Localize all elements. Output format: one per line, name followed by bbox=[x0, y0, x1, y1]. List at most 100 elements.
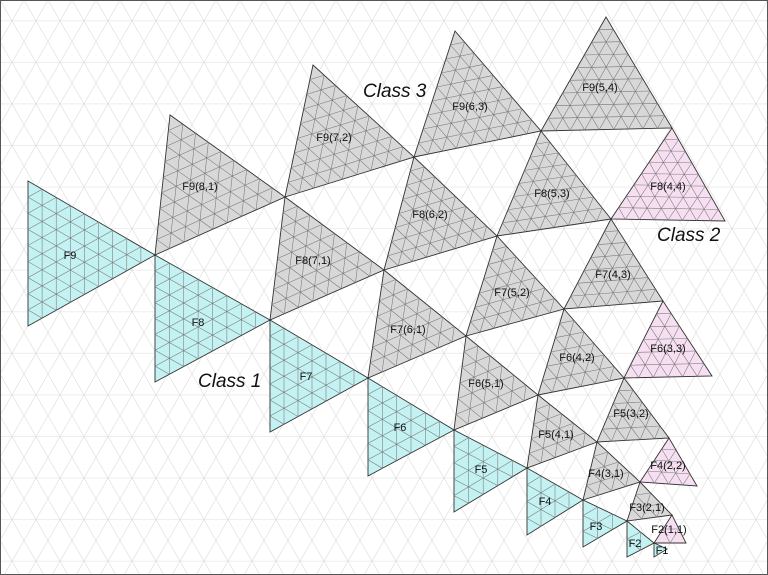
face-f3-2-1-mesh bbox=[631, 492, 662, 520]
face-f9-6-3 bbox=[413, 30, 542, 158]
face-f7 bbox=[269, 319, 369, 433]
face-f9-5-4-triangle bbox=[540, 16, 673, 132]
face-f8-4-4 bbox=[610, 127, 726, 222]
face-f1 bbox=[653, 542, 668, 558]
face-label-f7-5-2: F7(5,2) bbox=[494, 287, 529, 299]
face-f2-1-1 bbox=[653, 514, 687, 544]
face-f8-mesh bbox=[154, 262, 256, 375]
face-f9-6-3-mesh bbox=[418, 41, 532, 155]
face-label-f5-4-1: F5(4,1) bbox=[538, 429, 573, 441]
face-f6 bbox=[367, 377, 455, 477]
face-label-f6-3-3: F6(3,3) bbox=[650, 343, 685, 355]
class-1-label: Class 1 bbox=[198, 371, 261, 392]
face-f9 bbox=[27, 180, 156, 327]
face-f4-2-2-mesh bbox=[647, 448, 691, 486]
face-f7-6-1-triangle bbox=[367, 269, 467, 379]
face-f6-3-3-mesh bbox=[630, 313, 705, 378]
face-label-f4: F4 bbox=[539, 496, 552, 508]
face-label-f7: F7 bbox=[300, 371, 313, 383]
face-f4-3-1-mesh bbox=[586, 451, 630, 496]
face-f7-4-3-triangle bbox=[563, 218, 664, 310]
face-label-f3: F3 bbox=[590, 521, 603, 533]
face-f2-1-1-mesh bbox=[662, 528, 680, 544]
face-f6-5-1 bbox=[453, 335, 539, 431]
face-label-f9-8-1: F9(8,1) bbox=[182, 181, 217, 193]
face-label-f6-5-1: F6(5,1) bbox=[468, 378, 503, 390]
face-label-f9: F9 bbox=[64, 250, 77, 262]
face-label-f8-7-1: F8(7,1) bbox=[295, 255, 330, 267]
class-3-label: Class 3 bbox=[363, 81, 427, 102]
face-f7-6-1-mesh bbox=[370, 279, 455, 373]
face-label-f8-6-2: F8(6,2) bbox=[412, 209, 447, 221]
face-label-f1: F1 bbox=[656, 545, 669, 557]
face-f8 bbox=[154, 254, 271, 383]
face-f2 bbox=[626, 520, 655, 558]
face-f7-4-3 bbox=[563, 218, 664, 310]
face-f9-7-2-triangle bbox=[284, 64, 415, 198]
face-f8-5-3-mesh bbox=[502, 141, 603, 235]
triangle-faces bbox=[27, 16, 726, 558]
face-f6-5-1-mesh bbox=[455, 345, 527, 425]
face-f9-7-2 bbox=[284, 64, 415, 198]
face-f3-triangle bbox=[582, 499, 628, 548]
face-f9-triangle bbox=[27, 180, 156, 327]
face-f9-7-2-mesh bbox=[287, 74, 404, 193]
face-label-f7-6-1: F7(6,1) bbox=[390, 324, 425, 336]
face-f5-3-2 bbox=[596, 377, 670, 443]
face-label-f7-4-3: F7(4,3) bbox=[595, 269, 630, 281]
face-f8-6-2 bbox=[383, 156, 498, 271]
face-f8-7-1-mesh bbox=[271, 205, 372, 314]
face-f1-triangle bbox=[653, 542, 668, 558]
face-f7-5-2-mesh bbox=[470, 246, 555, 333]
face-label-f9-5-4: F9(5,4) bbox=[582, 82, 617, 94]
face-label-f3-2-1: F3(2,1) bbox=[629, 502, 664, 514]
face-f4 bbox=[526, 467, 584, 536]
face-label-f8-4-4: F8(4,4) bbox=[650, 181, 685, 193]
face-f7-mesh bbox=[269, 328, 355, 425]
face-f6-3-3 bbox=[623, 300, 713, 379]
face-label-f4-2-2: F4(2,2) bbox=[650, 460, 685, 472]
face-f9-5-4 bbox=[540, 16, 673, 132]
face-f7-6-1 bbox=[367, 269, 467, 379]
face-f6-4-2-mesh bbox=[542, 320, 615, 393]
face-f9-8-1-triangle bbox=[154, 114, 286, 256]
face-label-f5: F5 bbox=[475, 464, 488, 476]
face-f7-4-3-mesh bbox=[570, 230, 656, 309]
face-f3-2-1 bbox=[626, 481, 673, 522]
face-label-f4-3-1: F4(3,1) bbox=[588, 468, 623, 480]
face-f7-5-2 bbox=[465, 235, 565, 337]
face-f3-2-1-triangle bbox=[626, 481, 673, 522]
face-f7-5-2-triangle bbox=[465, 235, 565, 337]
face-f4-mesh bbox=[526, 475, 570, 527]
face-f2-mesh bbox=[626, 531, 641, 551]
face-f7-triangle bbox=[269, 319, 369, 433]
face-label-f8-5-3: F8(5,3) bbox=[534, 188, 569, 200]
face-f3-mesh bbox=[582, 506, 613, 539]
face-f8-7-1 bbox=[269, 196, 385, 321]
face-f4-3-1 bbox=[582, 441, 641, 501]
face-f9-mesh bbox=[27, 188, 142, 319]
face-label-f2: F2 bbox=[629, 538, 642, 550]
face-f8-4-4-mesh bbox=[618, 139, 719, 221]
face-label-f5-3-2: F5(3,2) bbox=[613, 408, 648, 420]
face-f8-6-2-mesh bbox=[387, 166, 487, 266]
face-f6-4-2 bbox=[537, 308, 625, 396]
face-f5-4-1 bbox=[526, 394, 598, 469]
face-f5 bbox=[453, 429, 528, 513]
face-f5-4-1-mesh bbox=[529, 404, 586, 464]
face-f9-8-1 bbox=[154, 114, 286, 256]
face-f9-6-3-triangle bbox=[413, 30, 542, 158]
class-2-label: Class 2 bbox=[657, 225, 721, 246]
face-label-f9-7-2: F9(7,2) bbox=[316, 132, 351, 144]
face-label-f6-4-2: F6(4,2) bbox=[559, 352, 594, 364]
face-label-f8: F8 bbox=[192, 317, 205, 329]
face-label-f2-1-1: F2(1,1) bbox=[651, 524, 686, 536]
face-labels: F9F8F7F6F5F4F3F2F1F9(8,1)F9(7,2)F9(6,3)F… bbox=[64, 82, 687, 557]
face-f5-4-1-triangle bbox=[526, 394, 598, 469]
face-f3 bbox=[582, 499, 628, 548]
face-f4-2-2 bbox=[639, 437, 698, 487]
face-label-f9-6-3: F9(6,3) bbox=[452, 101, 487, 113]
face-f5-triangle bbox=[453, 429, 528, 513]
